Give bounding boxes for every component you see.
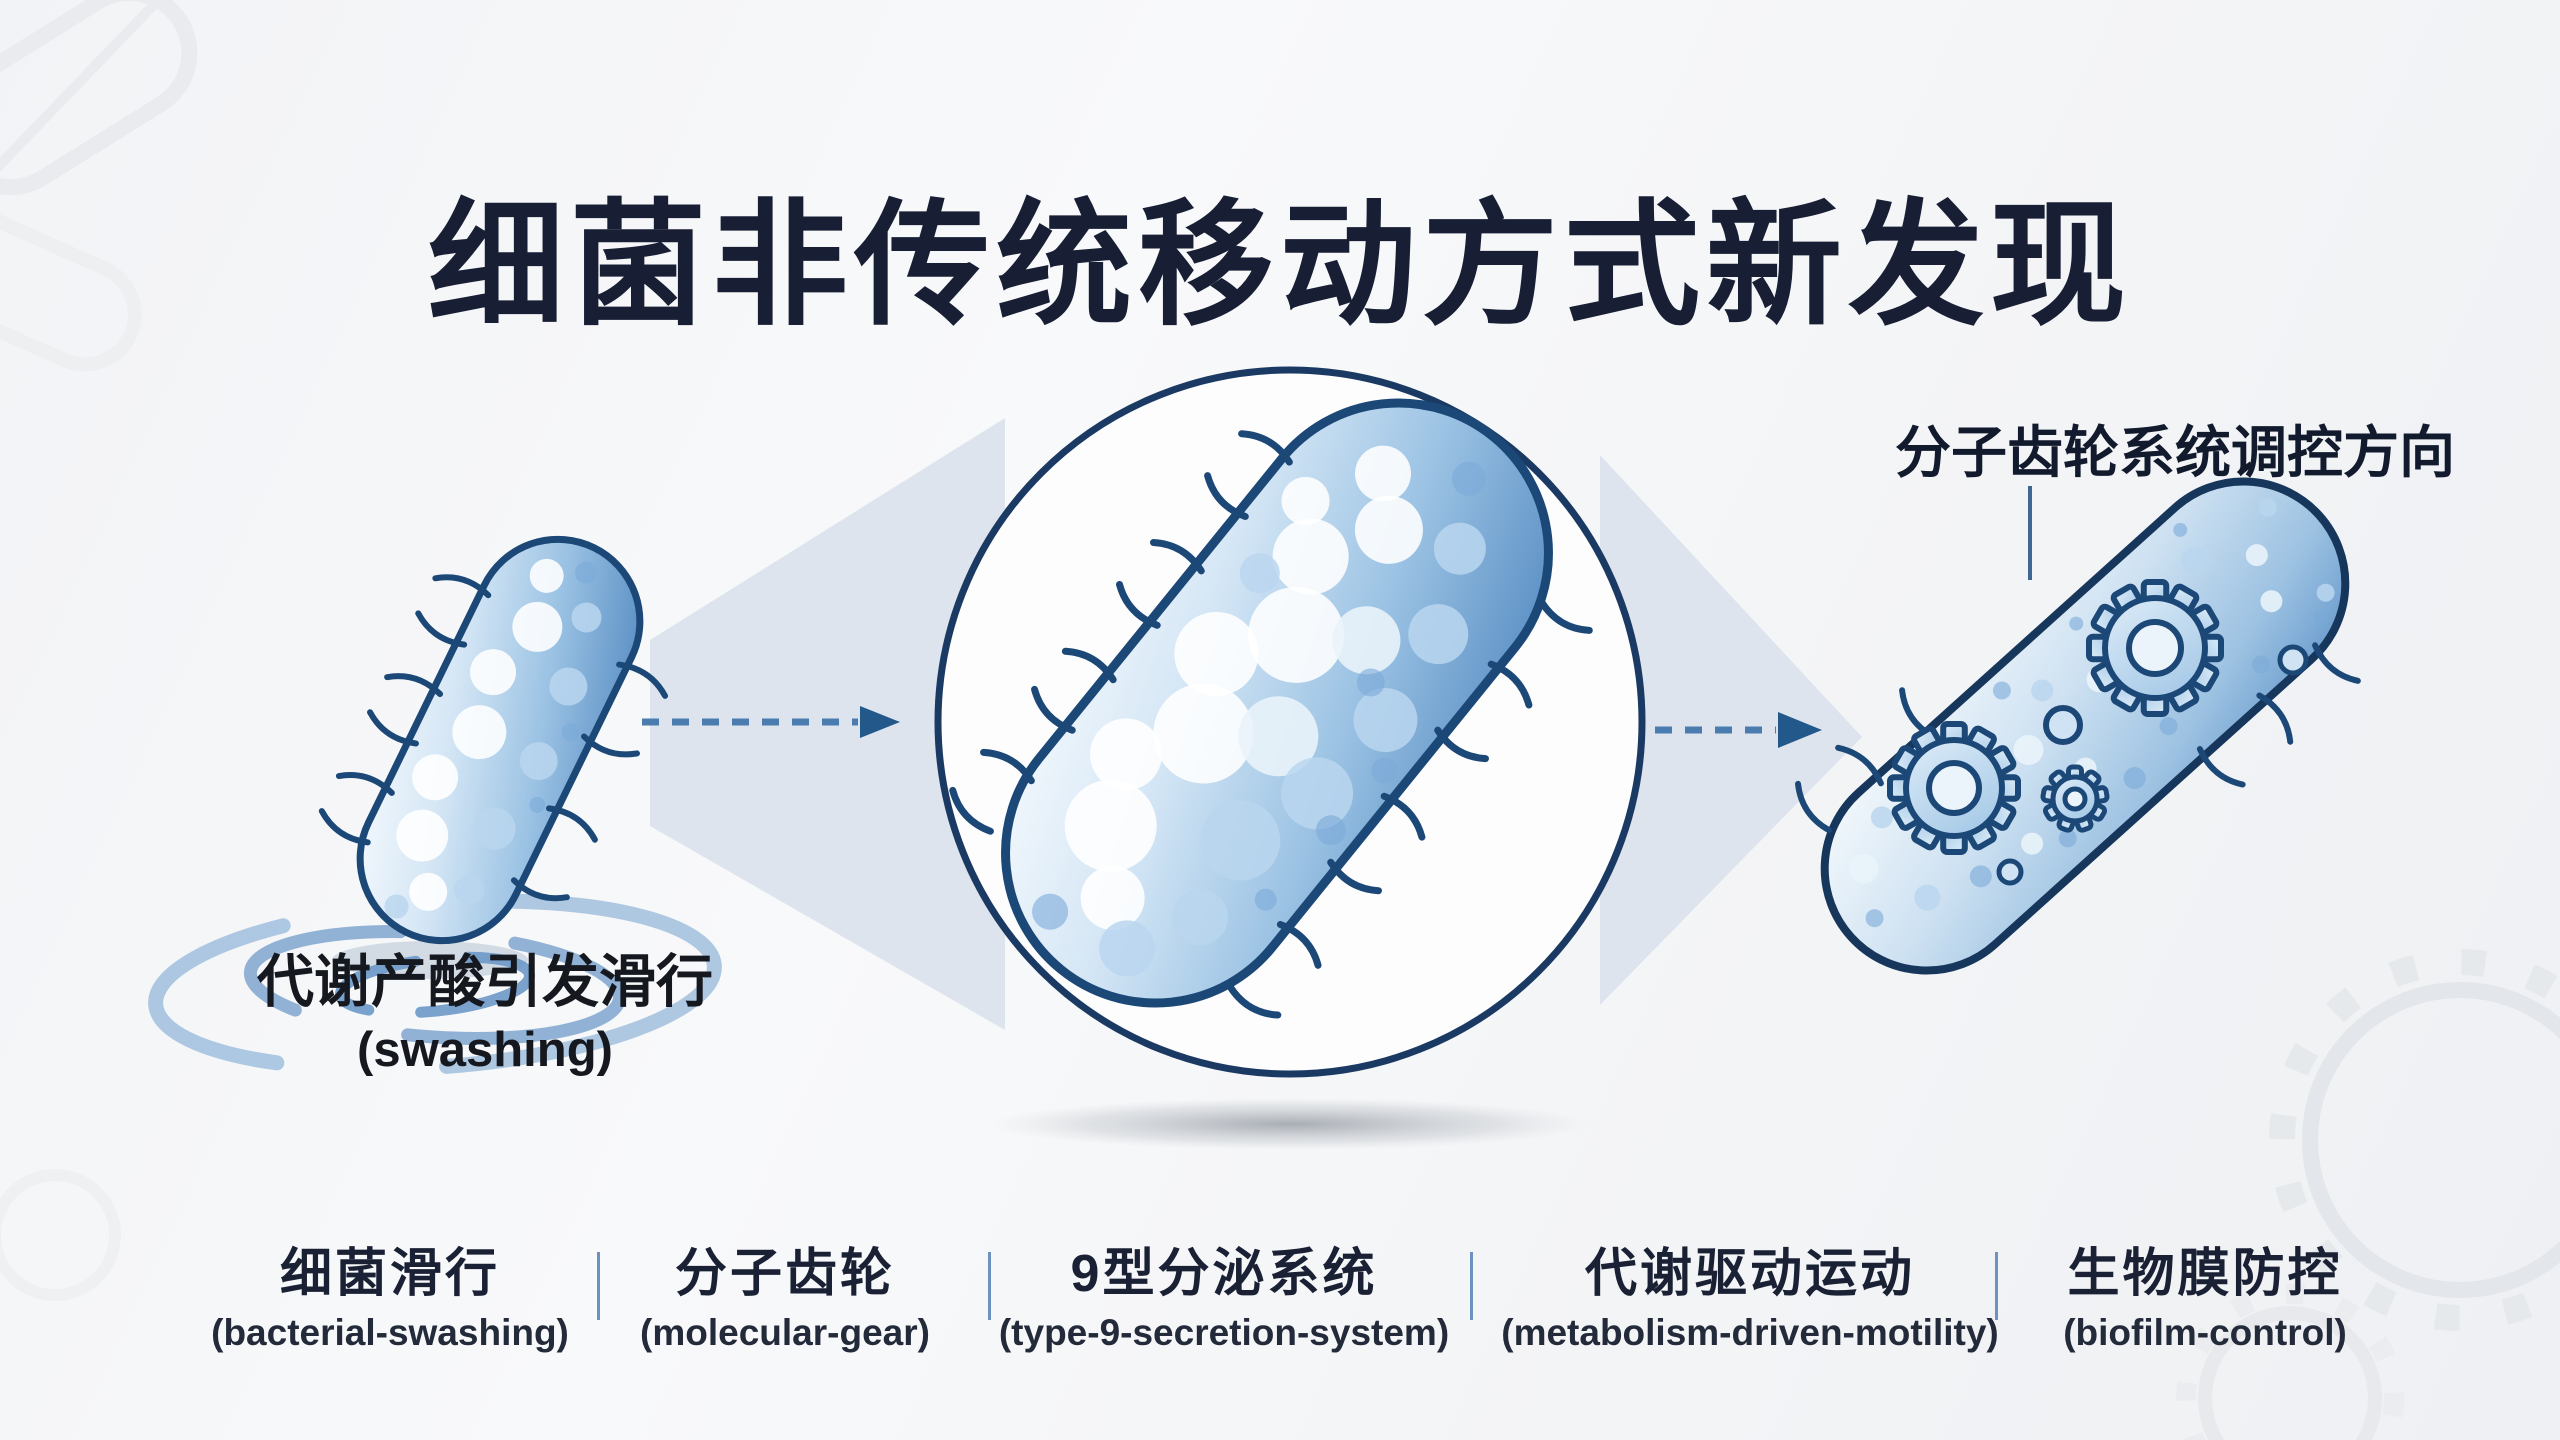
- dashed-arrow-right-icon: [1655, 712, 1822, 748]
- left-caption-en: (swashing): [357, 1023, 613, 1078]
- gear-icon: [2086, 579, 2224, 717]
- keyword-item-type9-secretion: 9型分泌系统 (type-9-secretion-system): [998, 1245, 1450, 1354]
- magnified-bacterium-icon: [949, 398, 1593, 1019]
- keyword-divider: [1470, 1252, 1473, 1320]
- keyword-item-molecular-gear: 分子齿轮 (molecular-gear): [640, 1245, 930, 1354]
- keyword-item-metabolism-motility: 代谢驱动运动 (metabolism-driven-motility): [1501, 1245, 1999, 1354]
- keyword-divider: [1995, 1252, 1998, 1320]
- keyword-en: (bacterial-swashing): [211, 1312, 569, 1354]
- keyword-zh: 生物膜防控: [2067, 1245, 2343, 1303]
- keyword-zh: 代谢驱动运动: [1584, 1245, 1915, 1303]
- keyword-item-bacterial-swashing: 细菌滑行 (bacterial-swashing): [211, 1245, 569, 1354]
- page-title: 细菌非传统移动方式新发现: [428, 189, 2132, 342]
- keyword-zh: 分子齿轮: [674, 1245, 896, 1303]
- keyword-divider: [988, 1252, 991, 1320]
- ground-shadow: [992, 1098, 1588, 1150]
- keyword-en: (molecular-gear): [640, 1312, 930, 1354]
- left-caption-zh: 代谢产酸引发滑行: [257, 950, 713, 1014]
- gear-icon: [2040, 764, 2110, 833]
- keyword-item-biofilm-control: 生物膜防控 (biofilm-control): [2063, 1245, 2347, 1354]
- gear-bacterium-dots: [1996, 644, 2309, 886]
- keyword-zh: 细菌滑行: [279, 1245, 501, 1303]
- left-caption: 代谢产酸引发滑行 (swashing): [257, 948, 713, 1078]
- right-caption: 分子齿轮系统调控方向: [1895, 421, 2455, 484]
- keyword-en: (metabolism-driven-motility): [1501, 1312, 1999, 1354]
- small-bacterium-icon: [318, 535, 669, 945]
- molecular-gears: [1887, 579, 2224, 855]
- keyword-divider: [597, 1252, 600, 1320]
- gear-icon: [1887, 721, 2021, 855]
- dashed-arrow-left-icon: [642, 706, 900, 738]
- keyword-en: (biofilm-control): [2063, 1312, 2347, 1354]
- ripples-icon: [148, 893, 722, 1077]
- keyword-zh: 9型分泌系统: [1070, 1245, 1378, 1303]
- keyword-en: (type-9-secretion-system): [998, 1312, 1450, 1354]
